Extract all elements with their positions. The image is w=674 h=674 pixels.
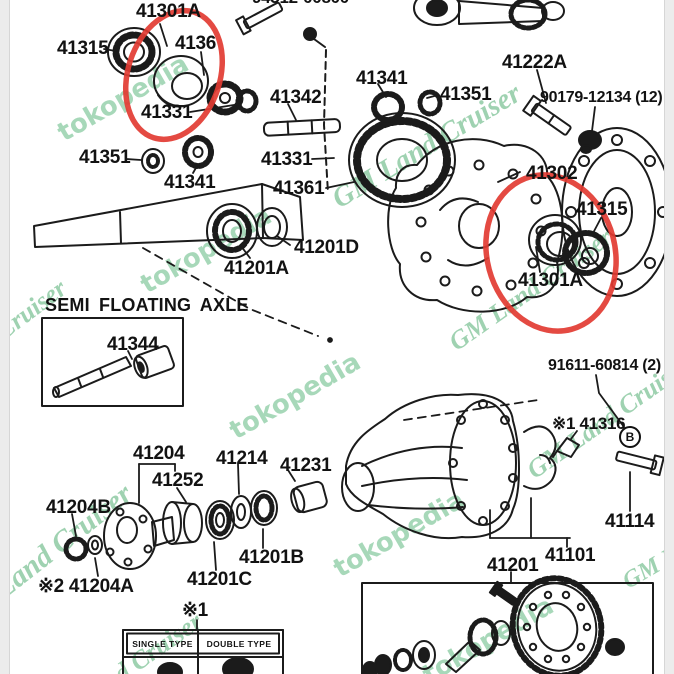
bearing-41315-drawing: [107, 27, 161, 77]
part-label-41341-mid: 41341: [356, 68, 408, 89]
axle-spacer-drawing: [52, 345, 175, 398]
stay-41316-drawing: [552, 437, 580, 458]
ring-gear-drawing: [348, 112, 456, 208]
washer-41214-drawing: [230, 495, 252, 529]
washer-41351-mid-drawing: [417, 89, 443, 117]
right-crop-strip: [664, 0, 674, 674]
pinion-gear-drawing: [182, 135, 214, 169]
part-label-41201a: 41201A: [224, 258, 289, 279]
bearing-41201b-drawing: [250, 490, 278, 526]
drive-pinion-set-drawing: [362, 575, 625, 674]
bearing-race-drawing: [153, 55, 209, 108]
bolt-41114-drawing: [615, 450, 665, 477]
part-label-4136: 4136: [175, 33, 217, 54]
part-label-41231: 41231: [280, 455, 332, 476]
bolt-41222a-drawing: [522, 94, 572, 136]
part-label-41331-top: 41331: [141, 102, 193, 123]
cylinder-41252-drawing: [162, 501, 203, 545]
left-crop-strip: [0, 0, 10, 674]
part-label-41201d: 41201D: [294, 237, 359, 258]
seal-41201d-drawing: [256, 207, 288, 247]
part-label-41315-top: 41315: [57, 38, 109, 59]
part-label-41204: 41204: [133, 443, 185, 464]
bevel-pinion-drawing: [371, 91, 405, 123]
axle-shaft-drawing: [413, 0, 565, 31]
part-label-94512: 94512-00800: [252, 0, 349, 6]
part-label-41222a: 41222A: [502, 52, 567, 73]
lock-bolt-drawing: [235, 1, 329, 194]
part-label-41204a: ※2 41204A: [38, 576, 134, 597]
highlight-circle-right: [483, 172, 619, 334]
table-header-double-type: DOUBLE TYPE: [206, 639, 272, 649]
part-label-41214: 41214: [216, 448, 268, 469]
bearing-41201c-drawing: [205, 500, 235, 540]
part-label-41301a-top: 41301A: [136, 1, 201, 22]
part-label-41351-mid: 41351: [440, 84, 492, 105]
part-label-91611: 91611-60814 (2): [548, 357, 661, 374]
part-label-41331-mid: 41331: [261, 149, 313, 170]
part-label-41201b: 41201B: [239, 547, 304, 568]
part-label-41252: 41252: [152, 470, 204, 491]
part-label-41341-top: 41341: [164, 172, 216, 193]
cross-shaft-drawing: [262, 118, 342, 137]
housing-drawing: [341, 393, 520, 540]
bearing-41201a-drawing: [206, 203, 258, 259]
type-table-frame: [122, 629, 284, 674]
part-label-90179: 90179-12134 (12): [540, 89, 663, 106]
part-label-41101: 41101: [545, 545, 596, 566]
part-label-41114: 41114: [605, 511, 655, 532]
part-label-41316: ※1 41316: [552, 414, 626, 433]
part-label-41301a-right: 41301A: [518, 270, 583, 291]
reference-mark-b: B: [619, 426, 641, 448]
table-note-mark: ※1: [182, 600, 208, 621]
part-label-41342: 41342: [270, 87, 322, 108]
part-label-41302: 41302: [526, 163, 578, 184]
dashed-assembly-lines: [142, 247, 539, 421]
part-label-41361: 41361: [273, 178, 325, 199]
part-label-41315-right: 41315: [576, 199, 628, 220]
final-gear-box: [361, 582, 654, 674]
side-gear-drawing: [206, 80, 259, 116]
thrust-washer-drawing: [141, 148, 165, 174]
part-label-41344: 41344: [107, 334, 159, 355]
collar-41231-drawing: [290, 480, 328, 514]
section-heading: SEMI FLOATING AXLE: [45, 295, 249, 315]
bearing-41301a-right-drawing: [528, 214, 610, 276]
semi-axle-box: [41, 317, 184, 407]
axle-tube-drawing: [33, 183, 304, 248]
hub-flange-drawing: [103, 502, 175, 570]
part-label-41351-top: 41351: [79, 147, 131, 168]
part-label-41201: 41201: [487, 555, 539, 576]
part-label-41201c: 41201C: [187, 569, 252, 590]
leader-lines: [71, 23, 631, 631]
table-header-single-type: SINGLE TYPE: [132, 639, 193, 649]
nut-90179-drawing: [578, 130, 602, 154]
yoke-drawing: [523, 425, 557, 490]
part-label-41204b: 41204B: [46, 497, 111, 518]
nut-41204b-drawing: [63, 535, 103, 562]
highlight-circle-left: [122, 7, 226, 143]
